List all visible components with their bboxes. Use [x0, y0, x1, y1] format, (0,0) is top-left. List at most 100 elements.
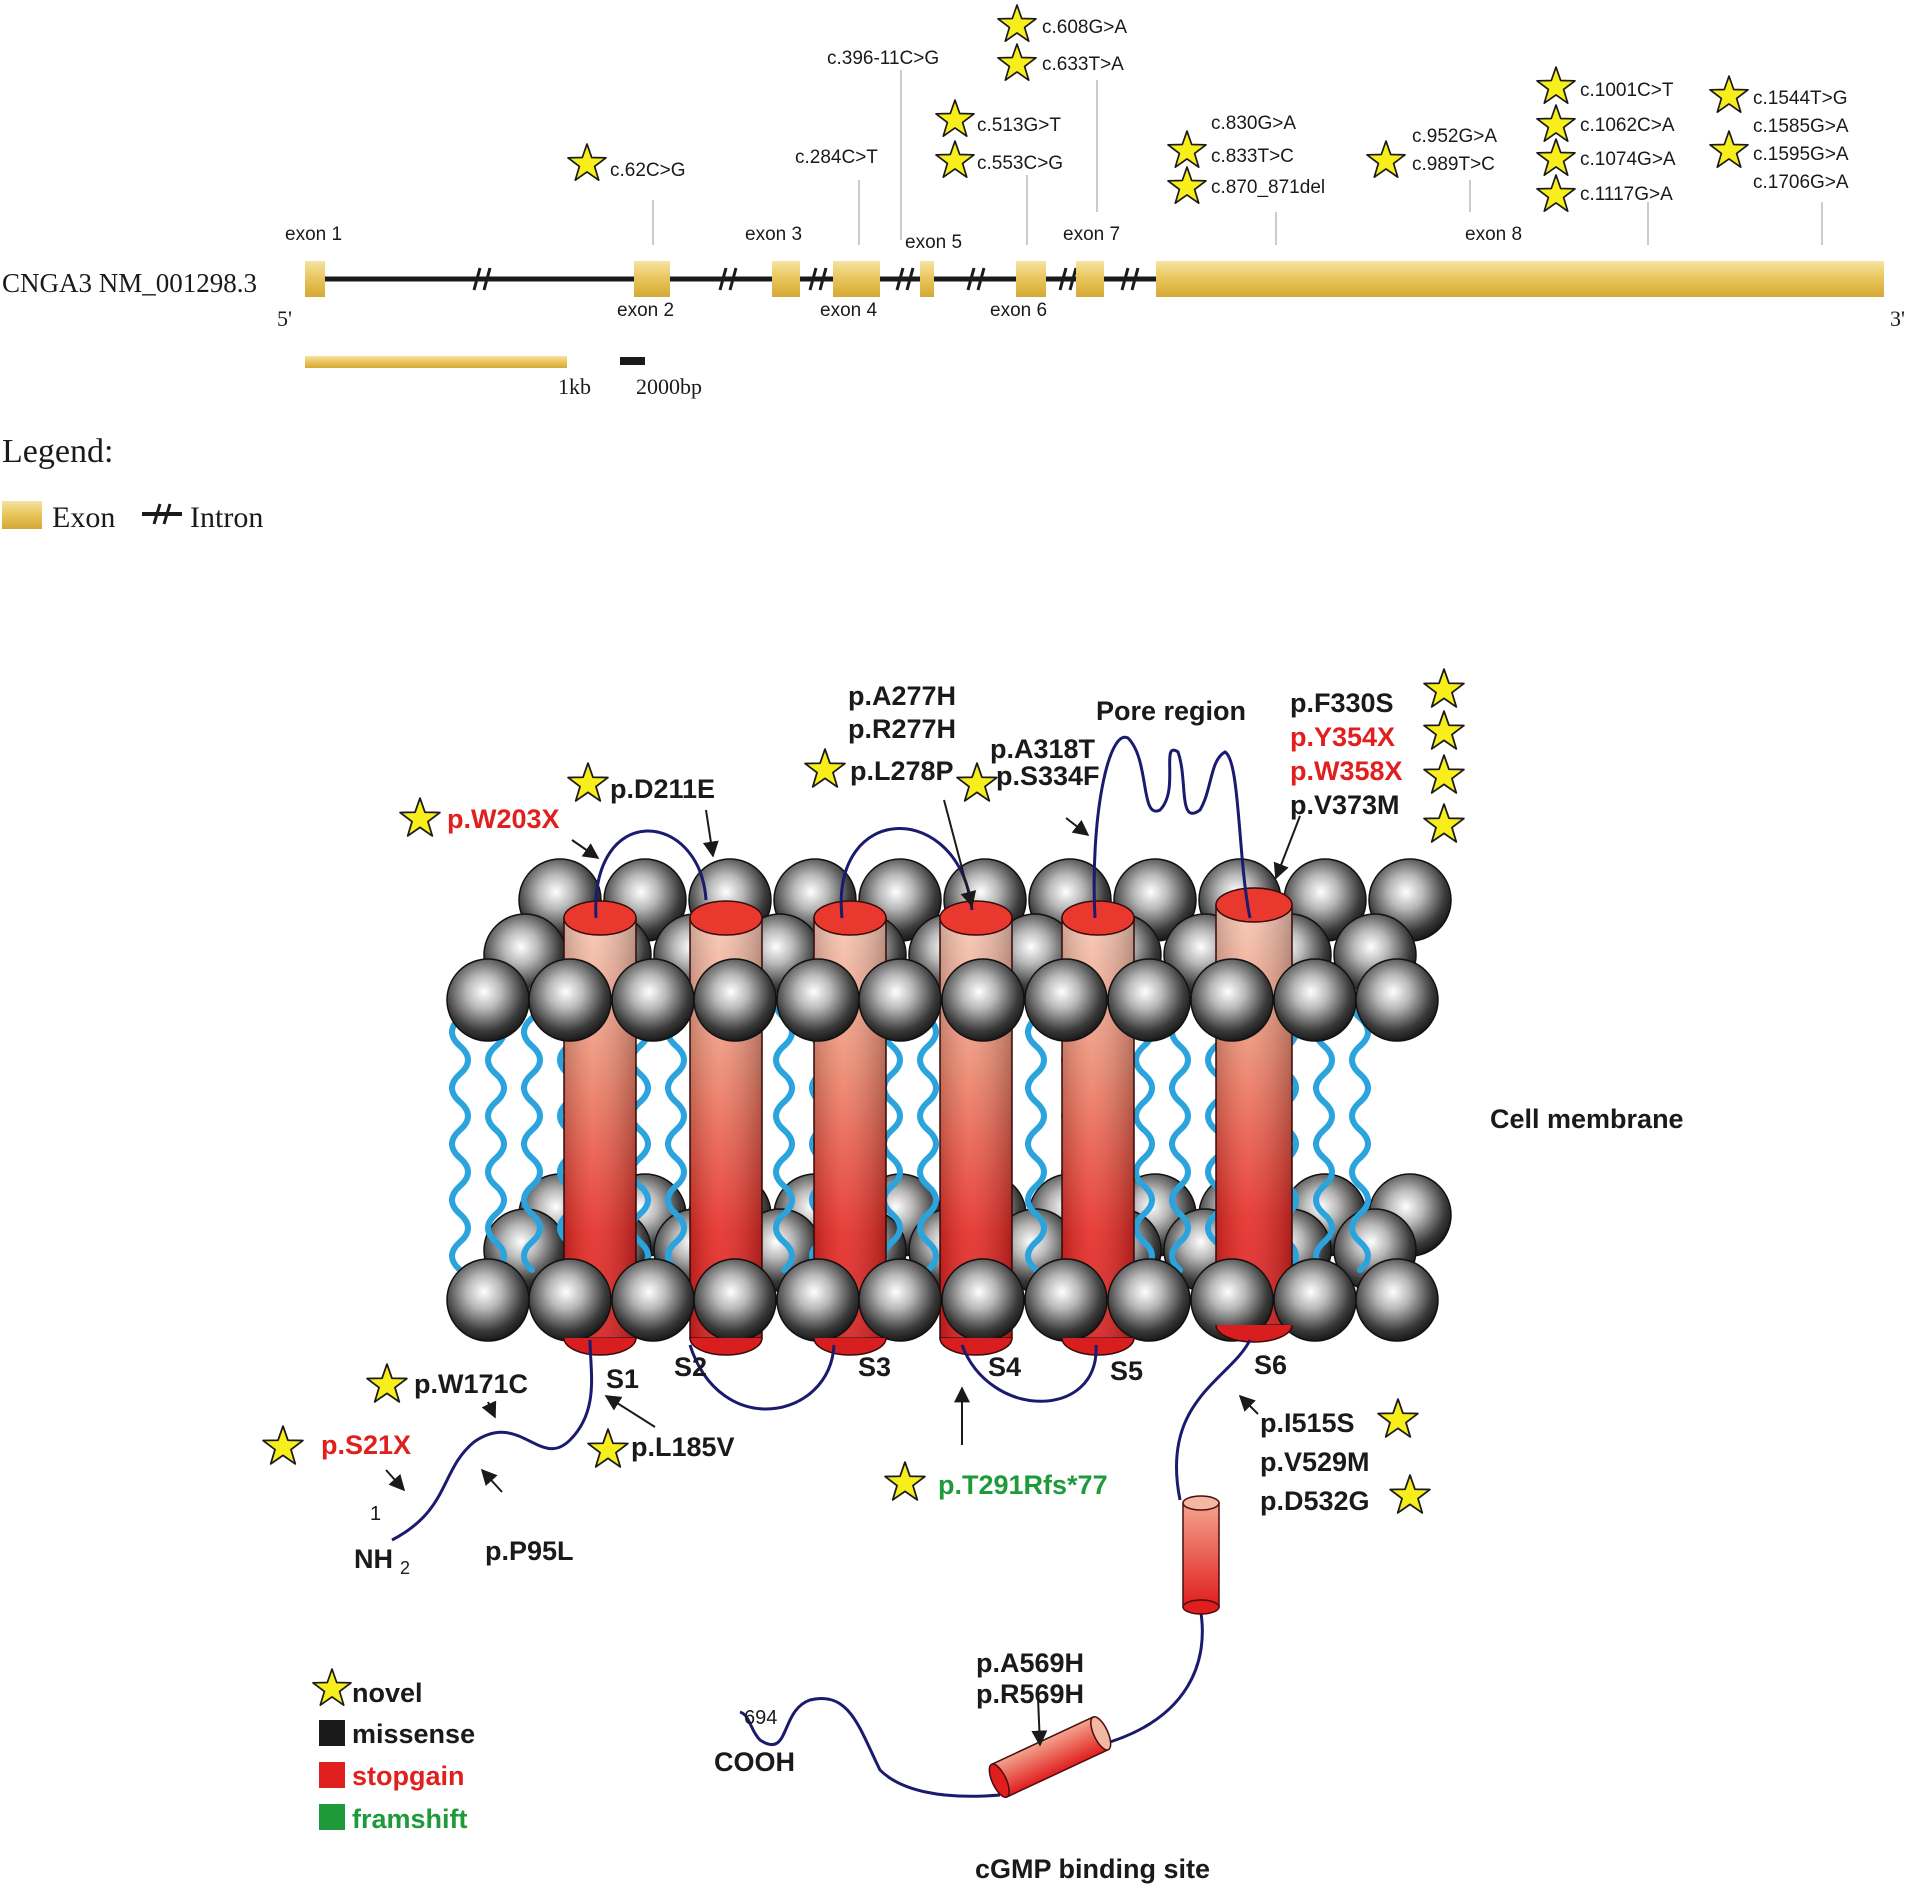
lipid-head: [446, 1258, 530, 1342]
helix-bottom: [689, 1337, 763, 1356]
variant-p-w358x: p.W358X: [1290, 756, 1403, 786]
cooh-label: COOH: [714, 1747, 795, 1777]
lipid-heads-top-front: [446, 958, 1439, 1042]
gene-legend-title: Legend:: [2, 433, 113, 470]
loop-s1-s2: [594, 829, 708, 919]
variant-p-a318t: p.A318T: [990, 734, 1096, 764]
helix-bottom: [1061, 1337, 1135, 1356]
lipid-tail: [917, 987, 939, 1273]
variant-c1585: c.1585G>A: [1753, 116, 1849, 137]
legend-missense-swatch: [319, 1720, 345, 1746]
novel-star-icon: [1536, 138, 1576, 176]
novel-star-icon: [1709, 75, 1749, 113]
novel-star-icon: [262, 1425, 304, 1465]
helix-top: [689, 900, 763, 936]
segment-labels: S1 S2 S3 S4 S5 S6: [606, 1350, 1287, 1394]
nh2-subscript: 2: [400, 1558, 410, 1578]
variant-p-s21x: p.S21X: [321, 1430, 411, 1460]
novel-star-icon: [1709, 130, 1749, 168]
position-694-label: 694: [744, 1707, 777, 1729]
lipid-head: [611, 1258, 695, 1342]
lipid-tail: [1025, 987, 1047, 1273]
legend-framshift-label: framshift: [352, 1804, 468, 1834]
lipid-head: [693, 1258, 777, 1342]
lipid-head: [1024, 1258, 1108, 1342]
variant-p-a277h: p.A277H: [848, 681, 956, 711]
variant-c553: c.553C>G: [977, 153, 1063, 174]
pore-region-label: Pore region: [1096, 696, 1246, 726]
novel-star-icon: [1423, 668, 1465, 708]
novel-star-icon: [1423, 754, 1465, 794]
variant-p-r569h: p.R569H: [976, 1679, 1084, 1709]
cnbd-helix: [988, 1716, 1112, 1798]
novel-star-icon: [567, 143, 607, 181]
helix-top: [1061, 900, 1135, 936]
lipid-tail: [773, 987, 795, 1273]
gene-name: CNGA3 NM_001298.3: [2, 268, 257, 298]
novel-star-icon: [804, 748, 846, 788]
linker-cnbd: [1099, 1606, 1204, 1747]
variant-p-d532g: p.D532G: [1260, 1486, 1370, 1516]
lipid-head: [941, 958, 1025, 1042]
variant-p-w203x: p.W203X: [447, 804, 560, 834]
variant-p-l278p: p.L278P: [850, 756, 954, 786]
helix-top: [563, 900, 637, 936]
novel-star-icon: [1366, 140, 1406, 178]
lipid-head: [446, 958, 530, 1042]
variant-c1074: c.1074G>A: [1580, 149, 1676, 170]
pore-loop: [1092, 735, 1252, 919]
exon-4-box: [833, 261, 880, 297]
helix-top: [813, 900, 887, 936]
protein-legend: novel missense stopgain framshift: [312, 1668, 475, 1834]
c-terminus: [739, 1697, 1001, 1798]
lipid-heads-bottom-front: [446, 1258, 1439, 1342]
variant-p-r277h: p.R277H: [848, 714, 956, 744]
scale-bar-2000bp: [620, 357, 645, 365]
novel-star-icon: [956, 762, 998, 802]
exon-8-box: [1156, 261, 1884, 297]
helix-top: [1215, 887, 1293, 923]
lipid-tail: [449, 987, 471, 1273]
legend-exon-label: Exon: [52, 501, 115, 534]
variant-c633: c.633T>A: [1042, 54, 1124, 75]
variant-c1706: c.1706G>A: [1753, 172, 1849, 193]
exon-6-label: exon 6: [990, 300, 1047, 321]
lipid-tail: [1349, 987, 1371, 1273]
exon-5-label: exon 5: [905, 232, 962, 253]
variant-c830: c.830G>A: [1211, 113, 1296, 134]
exon-1-box: [305, 261, 325, 297]
novel-star-icon: [997, 43, 1037, 81]
n-terminus: [391, 1339, 594, 1542]
novel-star-icon: [935, 99, 975, 137]
variant-c1544: c.1544T>G: [1753, 88, 1848, 109]
segment-s3: S3: [858, 1352, 891, 1382]
variant-c1117: c.1117G>A: [1580, 184, 1673, 205]
legend-stopgain-swatch: [319, 1762, 345, 1788]
segment-s1: S1: [606, 1364, 639, 1394]
nh2-terminus-label: NH 2: [354, 1544, 410, 1578]
intron-break-icon: [142, 503, 182, 525]
position-1-label: 1: [370, 1503, 381, 1525]
exon-2-box: [634, 261, 670, 297]
exon-3-label: exon 3: [745, 224, 802, 245]
lipid-head: [528, 1258, 612, 1342]
variant-c284: c.284C>T: [795, 147, 878, 168]
lipid-head: [776, 958, 860, 1042]
variant-p-v529m: p.V529M: [1260, 1447, 1370, 1477]
variant-c1595: c.1595G>A: [1753, 144, 1849, 165]
cdna-novel-stars: [567, 4, 1749, 212]
variant-c989: c.989T>C: [1412, 154, 1495, 175]
variant-leader-lines: [652, 70, 1823, 245]
legend-intron-label: Intron: [190, 501, 263, 534]
segment-s4: S4: [988, 1352, 1021, 1382]
variant-c62: c.62C>G: [610, 160, 686, 181]
variant-c1062: c.1062C>A: [1580, 115, 1675, 136]
lipid-head: [1190, 958, 1274, 1042]
lipid-tail: [1169, 987, 1191, 1273]
lipid-head: [611, 958, 695, 1042]
five-prime-label: 5': [277, 306, 292, 331]
lipid-tail: [521, 987, 543, 1273]
nh2-label: NH: [354, 1544, 393, 1574]
protein-topology: S1 S2 S3 S4 S5 S6 Pore region Cell membr…: [262, 668, 1684, 1884]
